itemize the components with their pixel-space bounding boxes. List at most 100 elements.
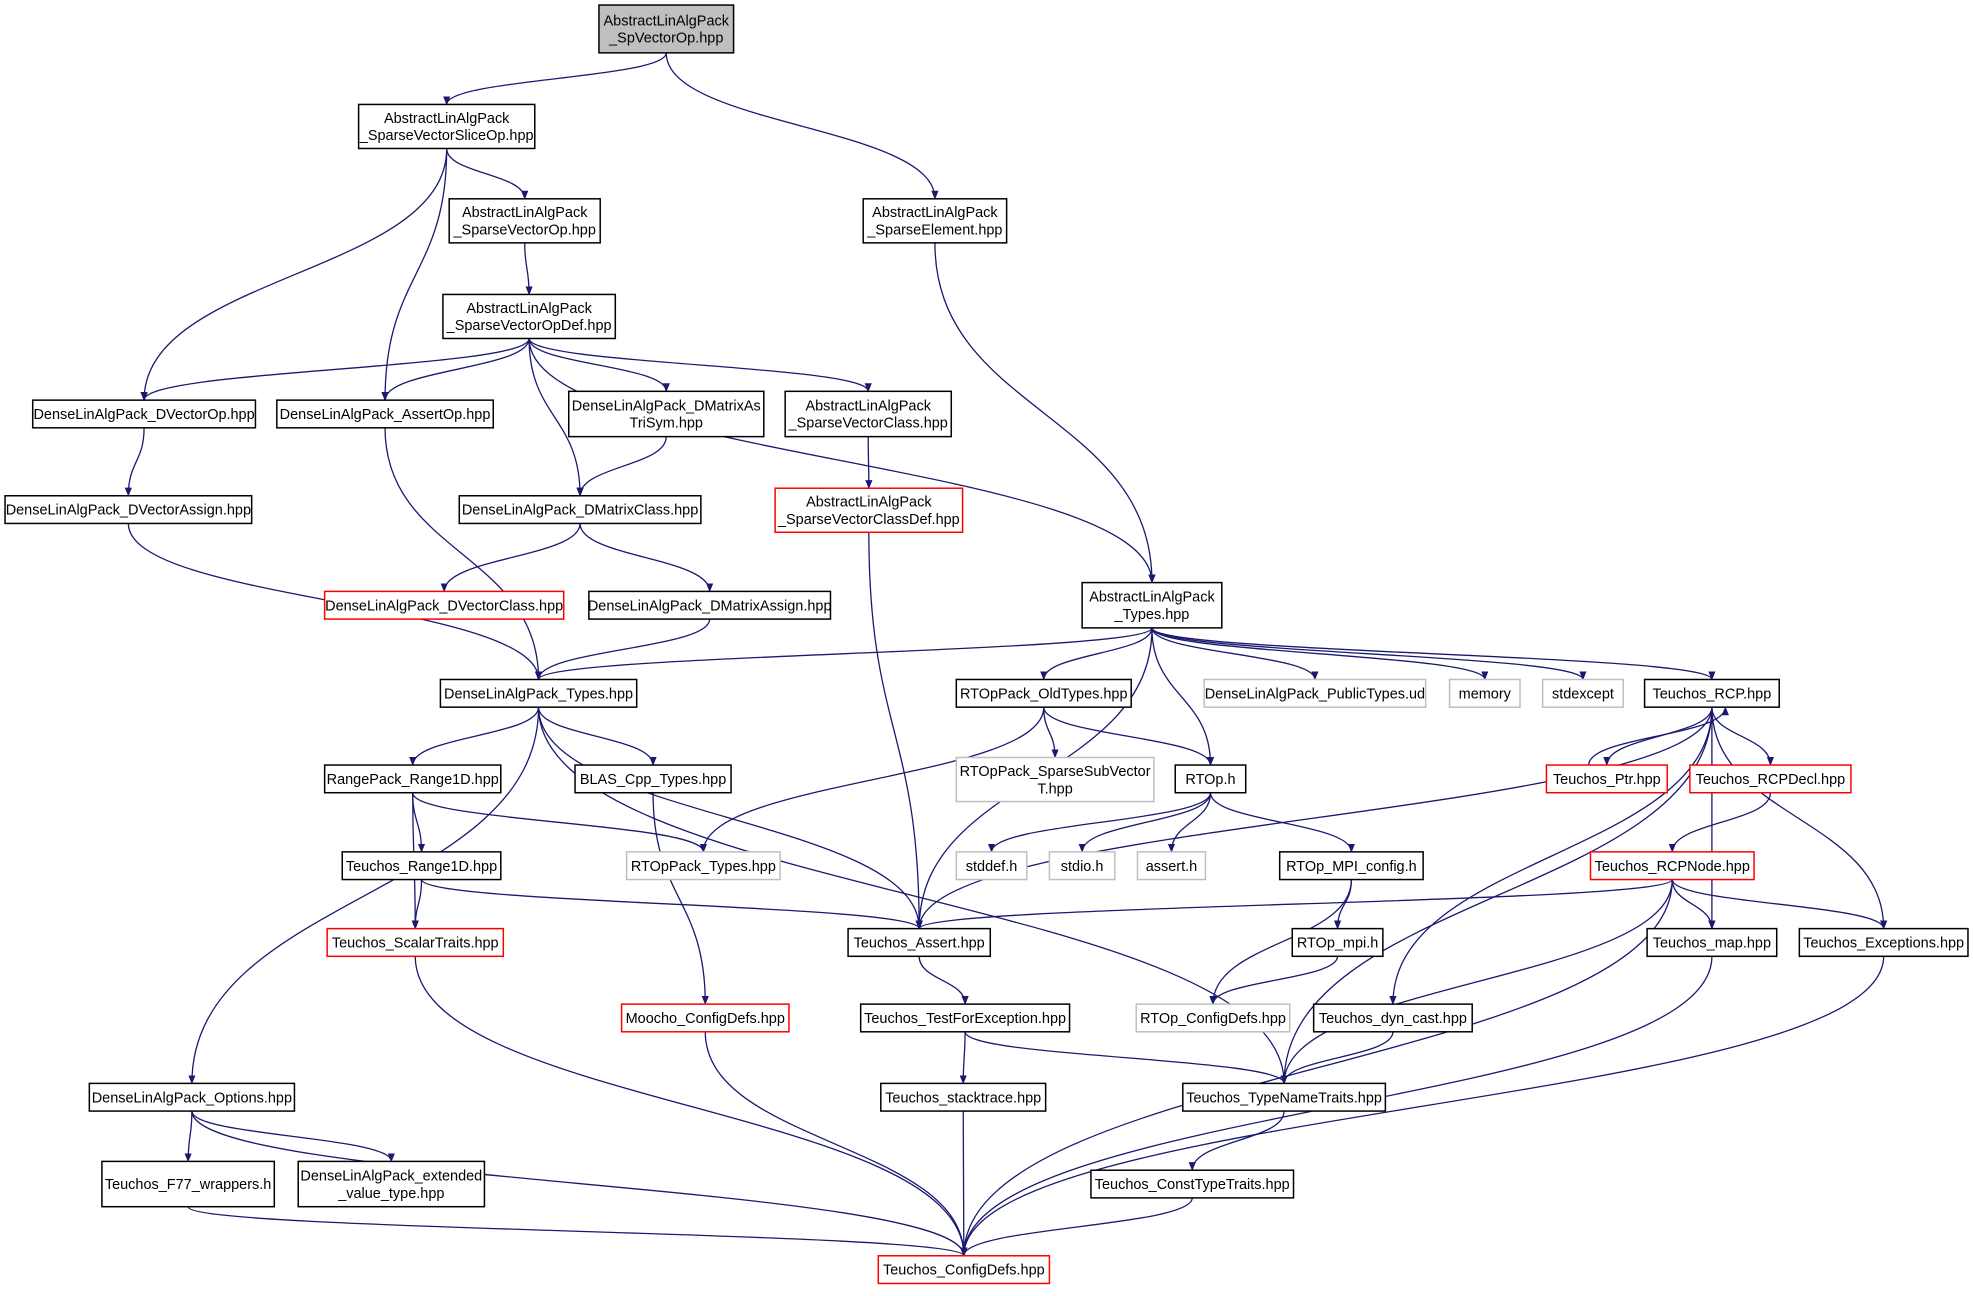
node-tcd[interactable]: Teuchos_ConfigDefs.hpp [877, 1255, 1051, 1285]
node-label: RTOp_ConfigDefs.hpp [1140, 1011, 1286, 1027]
node-tstk[interactable]: Teuchos_stacktrace.hpp [880, 1082, 1047, 1112]
node-alt[interactable]: AbstractLinAlgPack_Types.hpp [1081, 581, 1223, 629]
node-rcpnode[interactable]: Teuchos_RCPNode.hpp [1589, 851, 1755, 881]
dependency-edge-rtold-rssv [1043, 707, 1059, 759]
node-box [1589, 851, 1755, 881]
node-label: DenseLinAlgPack_DMatrixAs [572, 398, 761, 414]
node-aop[interactable]: DenseLinAlgPack_AssertOp.hpp [276, 399, 494, 429]
dependency-edge-rcp-texc [1711, 707, 1888, 930]
node-label: Teuchos_dyn_cast.hpp [1319, 1011, 1467, 1027]
dependency-edge-alt-dlt [535, 627, 1153, 681]
node-dlt[interactable]: DenseLinAlgPack_Types.hpp [439, 678, 638, 708]
node-ttnt[interactable]: Teuchos_TypeNameTraits.hpp [1182, 1082, 1387, 1112]
dependency-edge-svopdef-alt [528, 338, 1156, 584]
node-label: DenseLinAlgPack_DVectorAssign.hpp [6, 503, 251, 519]
node-svop[interactable]: AbstractLinAlgPack_SparseVectorOp.hpp [448, 198, 601, 244]
node-box [1291, 927, 1384, 958]
node-rcp[interactable]: Teuchos_RCP.hpp [1643, 678, 1780, 708]
node-dma[interactable]: DenseLinAlgPack_DMatrixAssign.hpp [588, 590, 832, 620]
dependency-edge-tst-tcd [414, 956, 968, 1257]
node-dvc[interactable]: DenseLinAlgPack_DVectorClass.hpp [323, 590, 565, 620]
dependency-edge-svso-aop [381, 148, 448, 402]
node-svc[interactable]: AbstractLinAlgPack_SparseVectorClass.hpp [784, 390, 953, 438]
node-tst[interactable]: Teuchos_ScalarTraits.hpp [326, 927, 505, 958]
node-box [1081, 581, 1223, 629]
dependency-edge-f77-tcd [187, 1206, 968, 1257]
node-label: AbstractLinAlgPack [872, 205, 998, 221]
node-mem: memory [1448, 678, 1521, 708]
node-evt[interactable]: DenseLinAlgPack_extended_value_type.hpp [297, 1160, 486, 1208]
node-label: Teuchos_RCP.hpp [1653, 686, 1772, 702]
node-label: stddef.h [966, 859, 1017, 875]
node-label: AbstractLinAlgPack [806, 495, 932, 511]
node-box [357, 103, 536, 150]
node-tdc[interactable]: Teuchos_dyn_cast.hpp [1312, 1003, 1473, 1033]
node-svopdef[interactable]: AbstractLinAlgPack_SparseVectorOpDef.hpp [442, 293, 617, 340]
node-blas[interactable]: BLAS_Cpp_Types.hpp [574, 764, 732, 794]
dependency-edge-svso-dvop [140, 148, 448, 402]
node-label: T.hpp [1037, 781, 1072, 797]
node-label: BLAS_Cpp_Types.hpp [580, 772, 726, 788]
dependency-edge-svopdef-svc [528, 338, 872, 393]
node-texc[interactable]: Teuchos_Exceptions.hpp [1798, 927, 1969, 958]
node-tr1d[interactable]: Teuchos_Range1D.hpp [341, 851, 502, 881]
node-rtoph[interactable]: RTOp.h [1174, 764, 1247, 794]
node-svcd[interactable]: AbstractLinAlgPack_SparseVectorClassDef.… [774, 487, 964, 534]
node-box [625, 851, 781, 881]
node-dmc[interactable]: DenseLinAlgPack_DMatrixClass.hpp [458, 495, 702, 525]
node-stde: stdexcept [1541, 678, 1624, 708]
node-box [4, 495, 253, 525]
node-tmap[interactable]: Teuchos_map.hpp [1646, 927, 1778, 958]
dependency-edge-rtold-rtt [699, 707, 1045, 853]
node-sel[interactable]: AbstractLinAlgPack_SparseElement.hpp [862, 198, 1008, 244]
node-tctt[interactable]: Teuchos_ConstTypeTraits.hpp [1090, 1169, 1295, 1199]
node-label: _Types.hpp [1114, 607, 1190, 623]
node-label: assert.h [1146, 859, 1197, 875]
node-label: RangePack_Range1D.hpp [327, 772, 499, 788]
node-dva[interactable]: DenseLinAlgPack_DVectorAssign.hpp [4, 495, 253, 525]
node-rtt: RTOpPack_Types.hpp [625, 851, 781, 881]
node-box [1448, 678, 1521, 708]
node-dvop[interactable]: DenseLinAlgPack_DVectorOp.hpp [31, 399, 257, 429]
node-svso[interactable]: AbstractLinAlgPack_SparseVectorSliceOp.h… [357, 103, 536, 150]
node-box [458, 495, 702, 525]
dependency-edge-alt-rtold [1040, 627, 1153, 681]
node-opts[interactable]: DenseLinAlgPack_Options.hpp [88, 1082, 296, 1112]
dependency-edge-rcp-ttnt [1280, 707, 1713, 1085]
node-rcpdecl[interactable]: Teuchos_RCPDecl.hpp [1689, 764, 1852, 794]
node-box [1278, 851, 1424, 881]
dependency-edge-rcpnode-tmap [1671, 879, 1716, 930]
node-box [448, 198, 601, 244]
node-box [341, 851, 502, 881]
node-root[interactable]: AbstractLinAlgPack_SpVectorOp.hpp [598, 4, 735, 54]
dependency-edge-rtoph-mpic [1209, 792, 1355, 853]
dependency-edge-dlt-opts [188, 707, 540, 1085]
node-label: memory [1459, 686, 1512, 702]
dependency-edge-rtold-rtoph [1043, 707, 1215, 766]
dependency-edge-rcp-tdc [1389, 707, 1713, 1006]
node-mcd[interactable]: Moocho_ConfigDefs.hpp [620, 1003, 790, 1033]
node-label: Teuchos_map.hpp [1653, 936, 1771, 952]
node-box [1174, 764, 1247, 794]
node-rtold[interactable]: RTOpPack_OldTypes.hpp [955, 678, 1132, 708]
node-label: Teuchos_TestForException.hpp [864, 1011, 1066, 1027]
node-rmpi[interactable]: RTOp_mpi.h [1291, 927, 1384, 958]
node-mpic[interactable]: RTOp_MPI_config.h [1278, 851, 1424, 881]
node-box [774, 487, 964, 534]
dependency-edge-alt-rtoph [1151, 627, 1215, 766]
node-box [955, 678, 1132, 708]
node-label: _SparseVectorClass.hpp [788, 416, 948, 432]
node-box [880, 1082, 1047, 1112]
node-box [1135, 1003, 1291, 1033]
dependency-edge-alt-dlpt [1151, 627, 1319, 681]
node-tass[interactable]: Teuchos_Assert.hpp [847, 927, 992, 958]
node-tptr[interactable]: Teuchos_Ptr.hpp [1545, 764, 1668, 794]
node-ttfe[interactable]: Teuchos_TestForException.hpp [859, 1003, 1071, 1033]
node-f77[interactable]: Teuchos_F77_wrappers.h [101, 1160, 276, 1208]
dependency-edge-opts-evt [191, 1110, 395, 1163]
dependency-edge-mpic-rmpi [1333, 879, 1353, 930]
node-rr1d[interactable]: RangePack_Range1D.hpp [323, 764, 502, 794]
node-label: TriSym.hpp [630, 416, 703, 432]
